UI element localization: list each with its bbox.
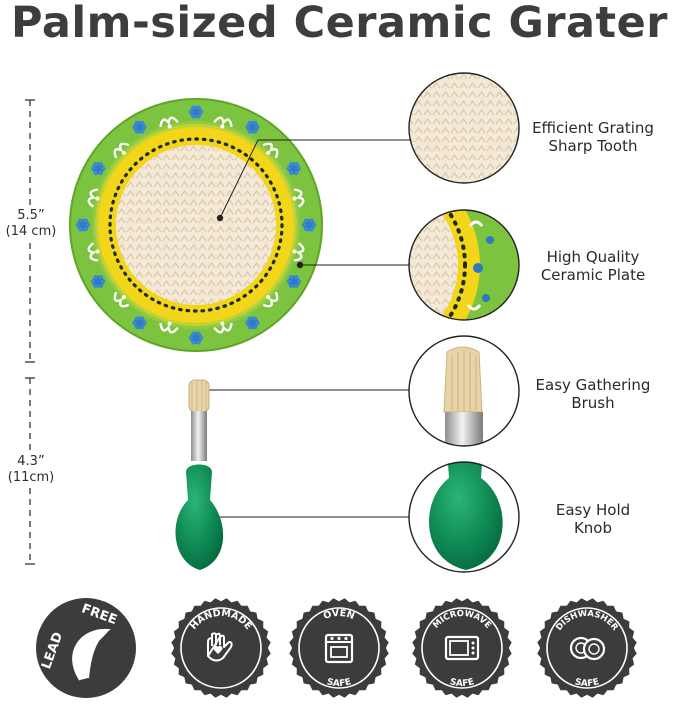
- brush-dimension-label: 4.3” (11cm): [0, 454, 62, 486]
- hand-heart-icon: [207, 632, 233, 662]
- microwave-icon: [444, 635, 480, 661]
- detail-brush: [408, 335, 520, 447]
- leaf-icon: [72, 628, 111, 681]
- svg-text:SAFE: SAFE: [574, 677, 601, 689]
- feature-label-knob: Easy Hold Knob: [555, 501, 631, 537]
- gathering-brush: [175, 379, 224, 570]
- page-title: Palm-sized Ceramic Grater: [11, 0, 668, 48]
- plate-dimension-line: [25, 99, 35, 363]
- feature-label-brush: Easy Gathering Brush: [535, 376, 651, 412]
- oven-icon: [324, 633, 354, 664]
- plate-dimension-label: 5.5” (14 cm): [0, 208, 62, 240]
- svg-text:SAFE: SAFE: [326, 677, 353, 689]
- detail-grating-teeth: [408, 72, 520, 184]
- feature-label-grating: Efficient Grating Sharp Tooth: [532, 119, 654, 155]
- handmade-badge: HANDMADE: [171, 598, 271, 698]
- plate-dimension-inches: 5.5”: [17, 208, 45, 223]
- brush-dimension-cm: (11cm): [7, 470, 55, 485]
- brush-dimension-inches: 4.3”: [17, 454, 45, 469]
- plates-icon: [569, 636, 606, 661]
- ceramic-plate: [69, 98, 323, 352]
- leader-lines: [202, 139, 410, 518]
- feature-label-plate: High Quality Ceramic Plate: [540, 248, 646, 284]
- svg-text:SAFE: SAFE: [449, 677, 476, 689]
- detail-knob: [408, 461, 520, 573]
- plate-dimension-cm: (14 cm): [5, 224, 57, 239]
